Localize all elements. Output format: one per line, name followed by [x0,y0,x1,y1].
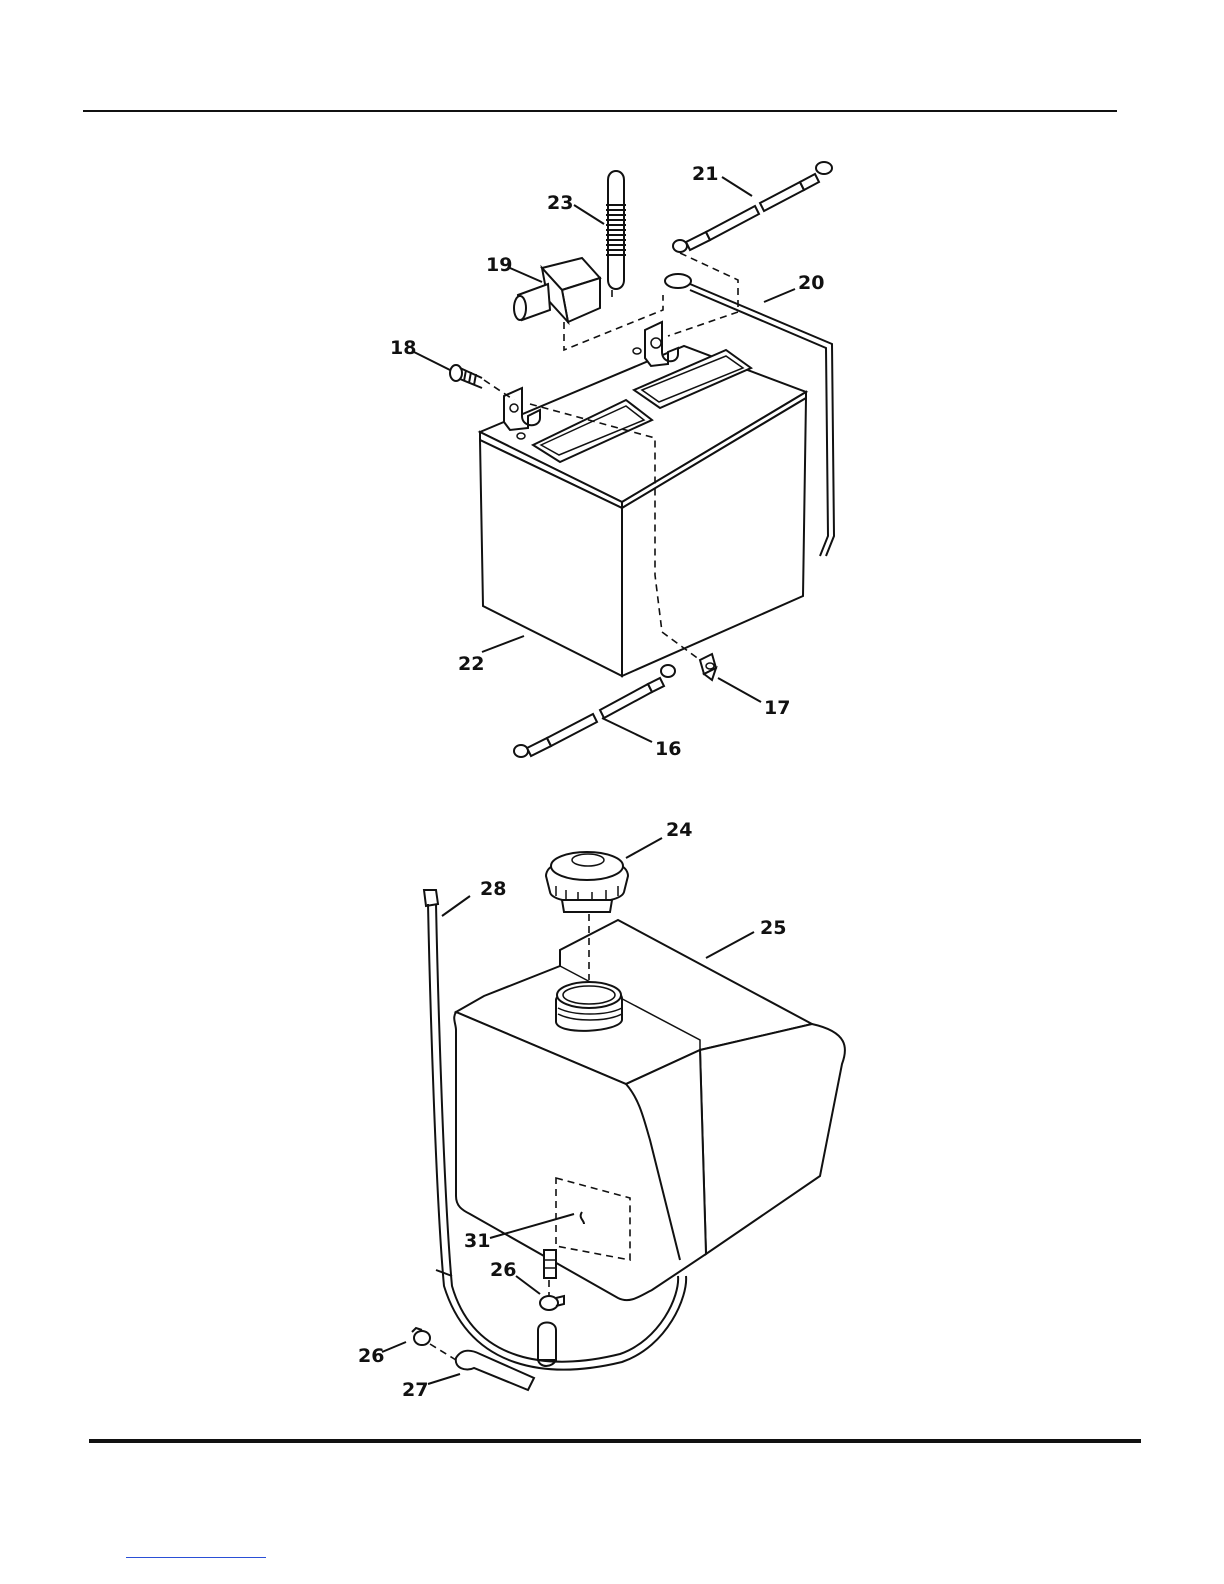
terminal-cover-19 [514,258,600,322]
callout-20: 20 [798,272,824,294]
callout-21: 21 [692,163,718,185]
stud-23 [606,171,626,289]
callout-17: 17 [764,697,790,719]
footer-rule [89,1439,1141,1443]
bolt-18 [450,365,482,388]
hose-clamp-26-lower [412,1328,430,1345]
callout-23: 23 [547,192,573,214]
callout-26-lower: 26 [358,1345,384,1367]
callout-31: 31 [464,1230,490,1252]
callout-16: 16 [655,738,681,760]
battery-22 [480,322,806,676]
callout-24: 24 [666,819,692,841]
callout-19: 19 [486,254,512,276]
callout-22: 22 [458,653,484,675]
callout-27: 27 [402,1379,428,1401]
callout-26-upper: 26 [490,1259,516,1281]
wing-nut-17 [700,654,716,680]
callout-25: 25 [760,917,786,939]
footer-link-underline[interactable] [126,1557,266,1558]
cable-16 [514,665,675,757]
callout-18: 18 [390,337,416,359]
battery-assembly [450,162,834,757]
fuel-cap-24 [546,852,628,912]
callout-28: 28 [480,878,506,900]
hose-clamp-26-upper [540,1296,564,1310]
